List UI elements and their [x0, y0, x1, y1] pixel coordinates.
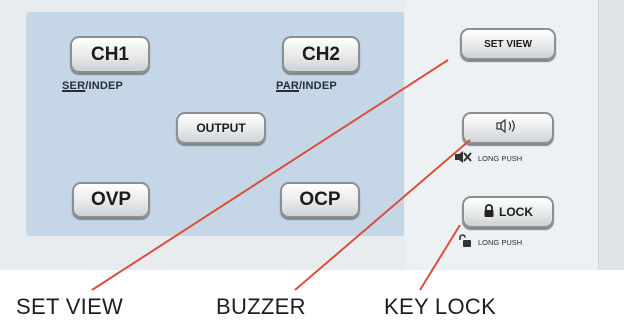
ser-label: SER — [62, 80, 86, 92]
ch2-mode-label: PAR/INDEP — [276, 80, 337, 92]
ocp-button[interactable]: OCP — [280, 182, 360, 218]
ch1-button[interactable]: CH1 — [70, 36, 150, 73]
key-lock-caption: KEY LOCK — [384, 294, 497, 319]
lock-hint-label: LONG PUSH — [478, 237, 523, 247]
ch2-button[interactable]: CH2 — [282, 36, 360, 73]
ovp-button[interactable]: OVP — [72, 182, 150, 218]
unlock-icon — [458, 234, 472, 250]
buzzer-caption: BUZZER — [216, 294, 306, 319]
padlock-icon — [483, 203, 495, 221]
set-view-button[interactable]: SET VIEW — [460, 28, 556, 60]
buzzer-button[interactable] — [462, 112, 554, 144]
lock-button[interactable]: LOCK — [462, 196, 554, 228]
mute-icon — [454, 150, 472, 166]
set-view-caption: SET VIEW — [16, 294, 124, 319]
indep-label: /INDEP — [299, 80, 337, 92]
panel-edge — [598, 0, 624, 270]
output-button[interactable]: OUTPUT — [176, 112, 266, 144]
lock-hint: LONG PUSH — [458, 234, 522, 250]
buzzer-hint: LONG PUSH — [454, 150, 522, 166]
indep-label: /INDEP — [85, 80, 124, 92]
speaker-icon — [493, 118, 523, 138]
buzzer-hint-label: LONG PUSH — [478, 153, 523, 163]
ch1-mode-label: SER/INDEP — [62, 80, 123, 92]
par-label: PAR — [276, 80, 300, 92]
lock-label: LOCK — [499, 205, 533, 219]
